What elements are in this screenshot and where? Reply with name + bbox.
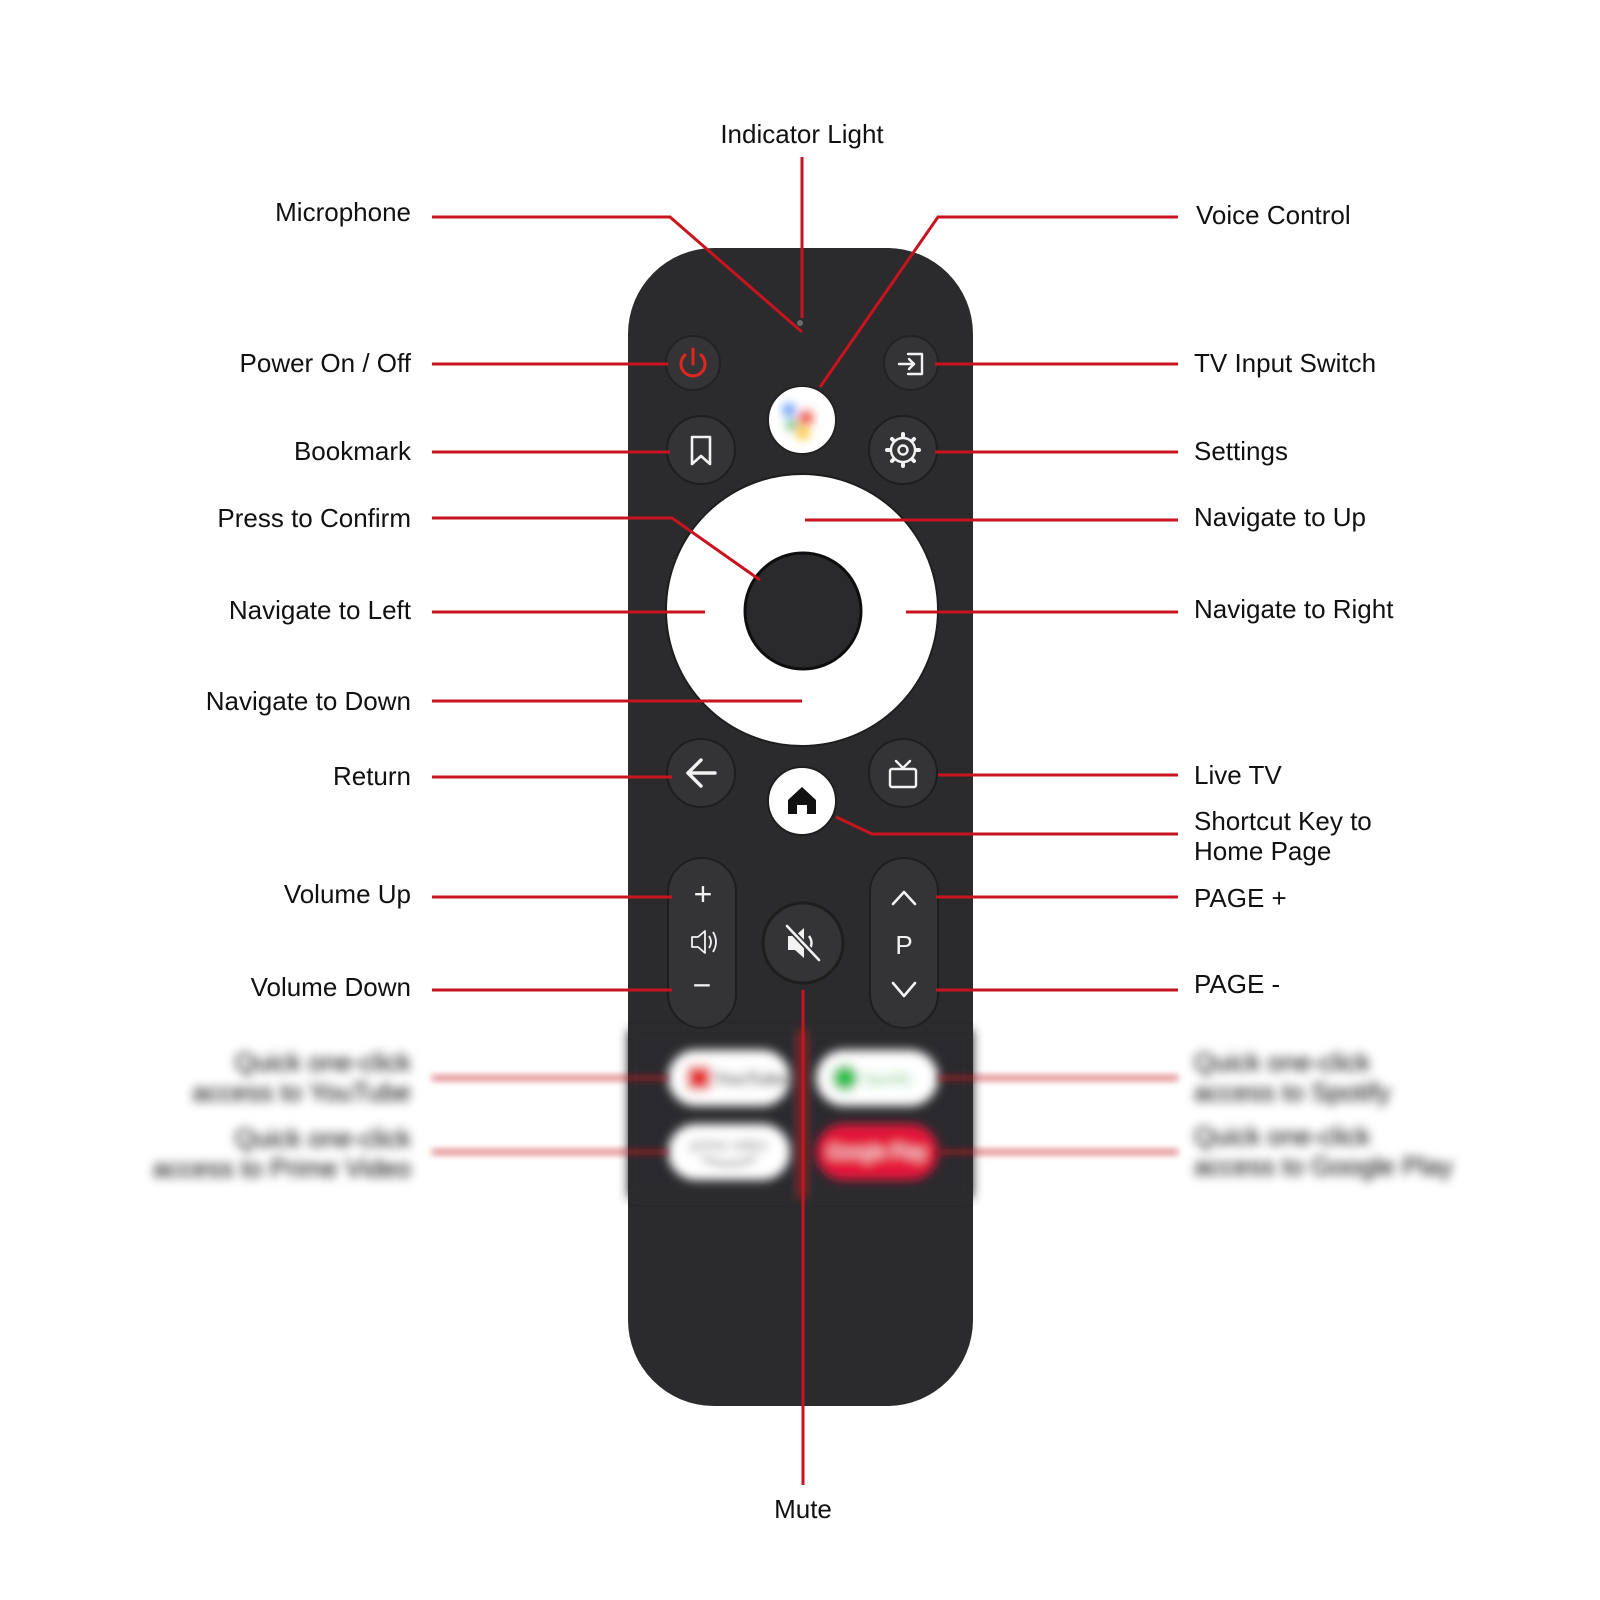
label-microphone: Microphone [275, 197, 411, 227]
callout-microphone [432, 215, 803, 334]
youtube-button[interactable]: YouTube [668, 1050, 790, 1106]
prime-video-button[interactable]: prime video [668, 1124, 790, 1180]
settings-button[interactable] [868, 415, 938, 485]
label-volume-down: Volume Down [251, 972, 411, 1002]
callout-voice [818, 215, 1178, 388]
volume-rocker[interactable]: + − [667, 857, 737, 1029]
mute-icon [784, 923, 822, 963]
chevron-down-icon[interactable] [891, 981, 917, 998]
return-button[interactable] [666, 738, 736, 808]
gear-icon [885, 432, 921, 468]
callout-home [835, 815, 1178, 836]
label-prime-line2: access to Prime Video [153, 1153, 411, 1183]
label-youtube-line2: access to YouTube [192, 1077, 411, 1107]
google-play-button[interactable]: Google Play [816, 1124, 938, 1180]
label-gplay-line2: access to Google Play [1194, 1151, 1453, 1181]
bookmark-icon [690, 435, 712, 466]
label-nav-left: Navigate to Left [229, 595, 412, 625]
callout-lines-blurred [432, 1076, 1178, 1154]
live-tv-button[interactable] [868, 738, 938, 808]
label-confirm: Press to Confirm [217, 503, 411, 533]
label-page-minus: PAGE - [1194, 969, 1280, 999]
label-live-tv: Live TV [1194, 760, 1282, 790]
callout-confirm [432, 516, 761, 582]
google-play-button-text: Google Play [828, 1142, 926, 1162]
label-nav-up: Navigate to Up [1194, 502, 1366, 532]
callout-lines [432, 157, 1178, 1485]
mute-button[interactable] [761, 901, 845, 985]
volume-down-glyph[interactable]: − [693, 967, 712, 1003]
indicator-light [797, 320, 803, 326]
label-spotify-line1: Quick one-click [1194, 1047, 1371, 1077]
label-prime-line1: Quick one-click [235, 1123, 412, 1153]
power-icon [679, 347, 707, 378]
label-power: Power On / Off [240, 348, 412, 378]
label-page-plus: PAGE + [1194, 883, 1287, 913]
labels: Indicator Light Microphone Voice Control… [153, 119, 1453, 1524]
chevron-up-icon[interactable] [891, 890, 917, 906]
label-mute: Mute [774, 1494, 832, 1524]
label-home-line1: Shortcut Key to [1194, 806, 1372, 836]
page-letter: P [895, 930, 912, 960]
label-spotify-line2: access to Spotify [1194, 1077, 1391, 1107]
input-switch-icon [897, 352, 924, 376]
home-button[interactable] [767, 766, 837, 836]
label-return: Return [333, 761, 411, 791]
label-bookmark: Bookmark [294, 436, 412, 466]
d-pad[interactable] [665, 473, 939, 747]
label-youtube-line1: Quick one-click [235, 1047, 412, 1077]
prime-button-text: prime video [690, 1137, 768, 1154]
label-nav-down: Navigate to Down [206, 686, 411, 716]
assistant-icon [783, 404, 813, 439]
tv-input-button[interactable] [883, 335, 939, 391]
voice-control-button[interactable] [767, 385, 837, 455]
label-voice-control: Voice Control [1196, 200, 1351, 230]
label-volume-up: Volume Up [284, 879, 411, 909]
bookmark-button[interactable] [666, 415, 736, 485]
volume-up-glyph[interactable]: + [694, 876, 713, 912]
label-settings: Settings [1194, 436, 1288, 466]
label-tv-input: TV Input Switch [1194, 348, 1376, 378]
youtube-button-text: YouTube [714, 1069, 788, 1089]
label-indicator-light: Indicator Light [720, 119, 884, 149]
speaker-icon [691, 930, 717, 954]
tv-icon [888, 759, 918, 789]
confirm-button[interactable] [743, 551, 863, 671]
label-home-line2: Home Page [1194, 836, 1331, 866]
page-rocker[interactable]: P [869, 857, 939, 1029]
spotify-button-text: Spotify [863, 1071, 912, 1088]
spotify-button[interactable]: Spotify [816, 1050, 938, 1106]
power-button[interactable] [665, 335, 721, 391]
back-arrow-icon [686, 758, 717, 788]
label-gplay-line1: Quick one-click [1194, 1121, 1371, 1151]
home-icon [788, 787, 816, 814]
label-nav-right: Navigate to Right [1194, 594, 1394, 624]
